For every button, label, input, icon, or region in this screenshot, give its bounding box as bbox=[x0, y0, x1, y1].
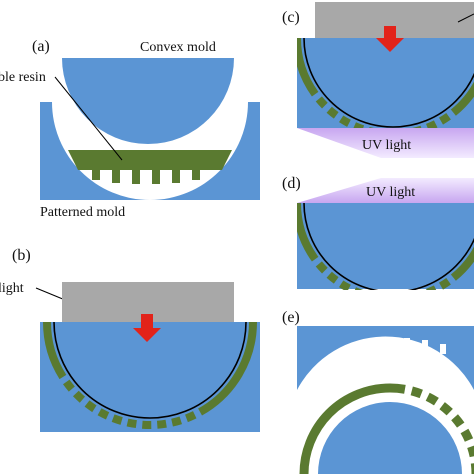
mold-block-c bbox=[297, 38, 474, 128]
uv-light-label-c: UV light bbox=[362, 138, 411, 153]
light-label: light bbox=[0, 281, 24, 296]
press-arrow-c bbox=[376, 26, 404, 52]
resin-label: ble resin bbox=[0, 70, 46, 85]
panel-e-label: (e) bbox=[282, 309, 300, 326]
convex-mold-e bbox=[318, 402, 462, 474]
resin-layer-d bbox=[297, 202, 474, 290]
light-leader-line-c bbox=[457, 13, 474, 23]
panel-a-label: (a) bbox=[32, 38, 50, 55]
panel-c-label: (c) bbox=[282, 9, 300, 26]
interface-line-c bbox=[303, 37, 474, 128]
resin-leader-line bbox=[54, 76, 123, 161]
panel-d-label: (d) bbox=[282, 175, 301, 192]
mold-block-d bbox=[297, 203, 474, 289]
press-arrow-b bbox=[133, 314, 161, 342]
patterned-mold-e bbox=[297, 326, 474, 390]
panel-e: (e) bbox=[282, 309, 474, 474]
panel-b: (b) light bbox=[0, 247, 260, 432]
patterned-mold-label: Patterned mold bbox=[40, 205, 125, 220]
panel-a: (a) Convex mold ble resin Patterned mold bbox=[0, 38, 260, 220]
panel-b-label: (b) bbox=[12, 247, 31, 264]
interface-line-b bbox=[53, 321, 247, 419]
resin-layer-c bbox=[297, 37, 474, 130]
panel-d: (d) UV light bbox=[282, 175, 474, 290]
panel-c: (c) UV light bbox=[282, 2, 474, 158]
resin-layer-b bbox=[43, 321, 257, 429]
convex-mold-a bbox=[62, 58, 234, 144]
interface-line-d bbox=[303, 202, 474, 290]
resin-shell-e bbox=[299, 383, 474, 474]
uv-beam-d bbox=[297, 178, 474, 203]
mold-block-b bbox=[40, 322, 260, 432]
uv-beam-c bbox=[297, 128, 474, 158]
mold-pattern-notches-e bbox=[350, 338, 446, 354]
uv-light-label-d: UV light bbox=[366, 185, 415, 200]
resin-layer-a bbox=[68, 150, 232, 184]
patterned-mold-a bbox=[40, 102, 260, 200]
convex-mold-label: Convex mold bbox=[140, 40, 216, 55]
